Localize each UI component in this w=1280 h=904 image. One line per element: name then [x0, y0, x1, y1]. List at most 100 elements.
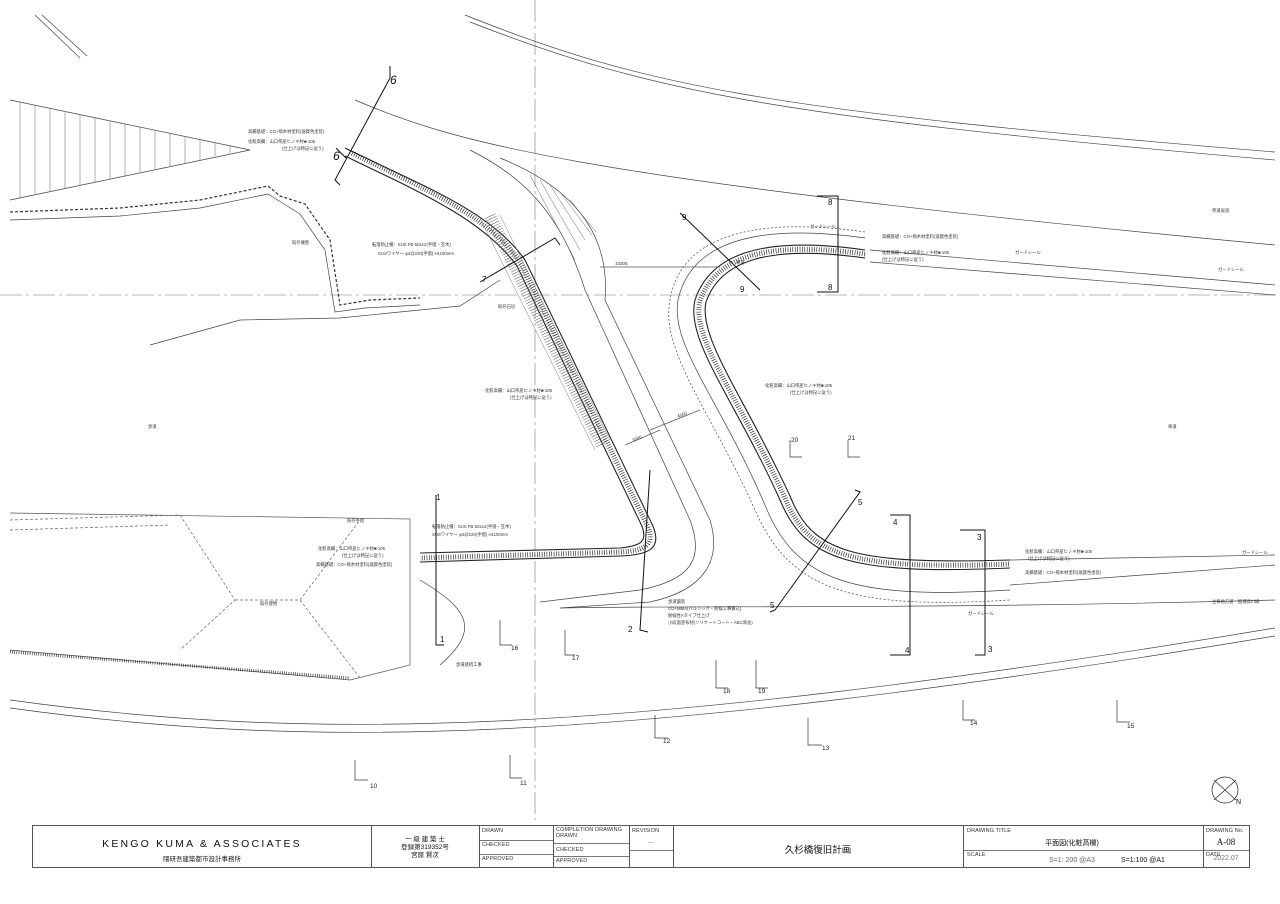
section-label-2: 2	[628, 625, 633, 634]
label-scale: SCALE	[967, 852, 986, 858]
note-a31: 耐候性Aタイプ仕上げ	[668, 612, 710, 619]
note-a36: 車道	[736, 259, 745, 266]
north-arrow-line-2	[1213, 779, 1237, 801]
section-label-3-top: 3	[977, 533, 982, 542]
note-a19: 転落防止柵：SUS FB-50x12(手摺・笠木)	[432, 523, 511, 530]
grid-number-10: 10	[370, 783, 378, 790]
grid-number-19: 19	[758, 688, 766, 695]
note-a1: 高欄基礎：CO+飛木材塗料(滋賀色塗装)	[248, 128, 325, 135]
drawing-title: 平面図(化粧高欄)	[1045, 840, 1099, 847]
note-a20: SUSワイヤー φ4@220(手摺) H1100mm	[432, 531, 508, 538]
project-cell	[673, 826, 963, 867]
existing-wall	[9, 185, 421, 306]
note-a10: 化粧高欄：山口県産ヒノキ材■-105	[765, 382, 833, 389]
architect-name: 宮原 賢次	[411, 852, 439, 859]
section-label-1-top: 1	[436, 493, 441, 502]
note-a9: (仕上げは特記に従う)	[510, 394, 552, 401]
grid-number-16: 16	[511, 645, 519, 652]
revision-mark: —	[648, 840, 654, 846]
note-a26: 既存手摺	[347, 517, 364, 524]
note-a11: (仕上げは特記に従う)	[790, 389, 832, 396]
right-bridge-rail-ticks	[696, 246, 1011, 568]
grid-number-17: 17	[572, 655, 580, 662]
north-label: N	[1236, 799, 1241, 806]
section-label-4-top: 4	[893, 518, 898, 527]
road-edge-upper-2	[469, 21, 1276, 161]
note-a28: 歩道接続工事	[456, 661, 482, 668]
dim-line-3000	[624, 429, 661, 446]
label-drawing-title: DRAWING TITLE	[967, 828, 1012, 834]
architect-qualification: 一 級 建 築 士	[405, 836, 445, 843]
dimension-3000: 3000	[632, 434, 644, 443]
section-label-6-top: 6	[390, 73, 397, 87]
section-label-9-top: 9	[682, 213, 687, 222]
bank-upper-left	[9, 99, 251, 201]
road-upper-left	[34, 14, 88, 59]
note-a30: CO+MMA(パルリック・耐候工事費込)	[668, 605, 742, 612]
label-drawn: DRAWN	[482, 828, 504, 834]
building-hatch-bottom	[9, 650, 351, 680]
road-edge-upper-3	[354, 99, 1276, 246]
note-a3: (仕上げは特記に従う)	[282, 145, 324, 152]
note-a22: (仕上げは特記に従う)	[1028, 555, 1070, 562]
section-label-8-top: 8	[828, 198, 833, 207]
label-checked-2: CHECKED	[556, 847, 584, 853]
existing-wall-inner	[9, 193, 421, 313]
north-arrow-circle	[1211, 776, 1239, 804]
right-bridge-edge	[676, 232, 1011, 593]
central-road-left	[469, 149, 696, 603]
road-lower-edge	[559, 599, 1276, 609]
section-label-8-bottom: 8	[828, 283, 833, 292]
note-a37: 主要地方道 国道高川線	[1212, 598, 1260, 605]
dimension-4500: 4500	[677, 410, 689, 419]
grid-number-13: 13	[822, 745, 830, 752]
existing-building	[9, 512, 411, 681]
note-a38: 県道坂道	[1212, 207, 1230, 214]
note-a7: 既存石垣	[498, 303, 516, 310]
completion-cell: COMPLETION DRAWING DRAWN CHECKED APPROVE…	[553, 826, 629, 867]
river-bank-left	[149, 279, 501, 346]
dimension-10305: 10305	[615, 261, 628, 266]
label-checked: CHECKED	[482, 842, 510, 848]
central-road-right	[499, 157, 714, 609]
road-lower-long-2	[9, 635, 1276, 733]
note-a2: 化粧高欄：山口県産ヒノキ材■-105	[248, 138, 316, 145]
note-a34: 歩道	[148, 423, 157, 430]
note-a4: 転落防止柵：SUS FB-50x12(手摺・笠木)	[372, 241, 451, 248]
section-label-4-bottom: 4	[905, 646, 910, 655]
road-lower-long	[9, 627, 1276, 725]
note-a32: 小段面塗布材(ソリケートコート・ABC商会)	[668, 619, 753, 626]
label-approved-2: APPROVED	[556, 858, 588, 864]
project-title: 久杉橋復旧計画	[784, 845, 852, 856]
note-a18: (仕上げは特記に従う)	[342, 552, 384, 559]
label-completion-drawn: DRAWN	[556, 833, 578, 839]
drawing-date: 2022.07	[1213, 855, 1239, 862]
grid-number-14: 14	[970, 720, 978, 727]
drawing-number: A-08	[1216, 837, 1236, 847]
building-dashed-edge	[9, 514, 181, 531]
note-a6: 既存擁壁	[292, 239, 310, 246]
section-label-7: 7	[482, 275, 487, 284]
right-bridge-inner	[704, 252, 1011, 562]
drawing-number-cell: DRAWING No. DATE	[1203, 826, 1249, 867]
note-a5: SUSワイヤー φ4@220(手摺) H1100mm	[378, 250, 454, 257]
architect-registration: 登録第319352号	[401, 844, 449, 851]
drawing-title-cell: DRAWING TITLE SCALE	[963, 826, 1203, 867]
note-a14: (仕上げは特記に従う)	[882, 256, 924, 263]
title-block: KENGO KUMA & ASSOCIATES 隈研吾建築都市設計事務所 一 級…	[32, 825, 1250, 868]
label-drawing-number: DRAWING No.	[1206, 828, 1244, 834]
section-cuts	[334, 66, 986, 656]
section-label-9-bottom: 9	[740, 285, 745, 294]
grid-markers	[354, 440, 1130, 781]
note-a29: 歩道舗装	[668, 598, 686, 605]
note-a25: ガードレール	[1218, 266, 1244, 273]
note-a8: 化粧高欄：山口県産ヒノキ材■-105	[485, 387, 553, 394]
grid-number-11: 11	[520, 780, 527, 787]
bank-hatching	[19, 102, 231, 198]
firm-name: KENGO KUMA & ASSOCIATES	[102, 838, 302, 850]
note-a13: 化粧高欄：山口県産ヒノキ材■-105	[882, 249, 950, 256]
road-edge-upper	[464, 14, 1276, 153]
grid-number-12: 12	[663, 738, 671, 745]
note-a12: 高欄基礎：CO+飛木材塗料(滋賀色塗装)	[882, 233, 959, 240]
grid-number-21: 21	[848, 435, 856, 442]
